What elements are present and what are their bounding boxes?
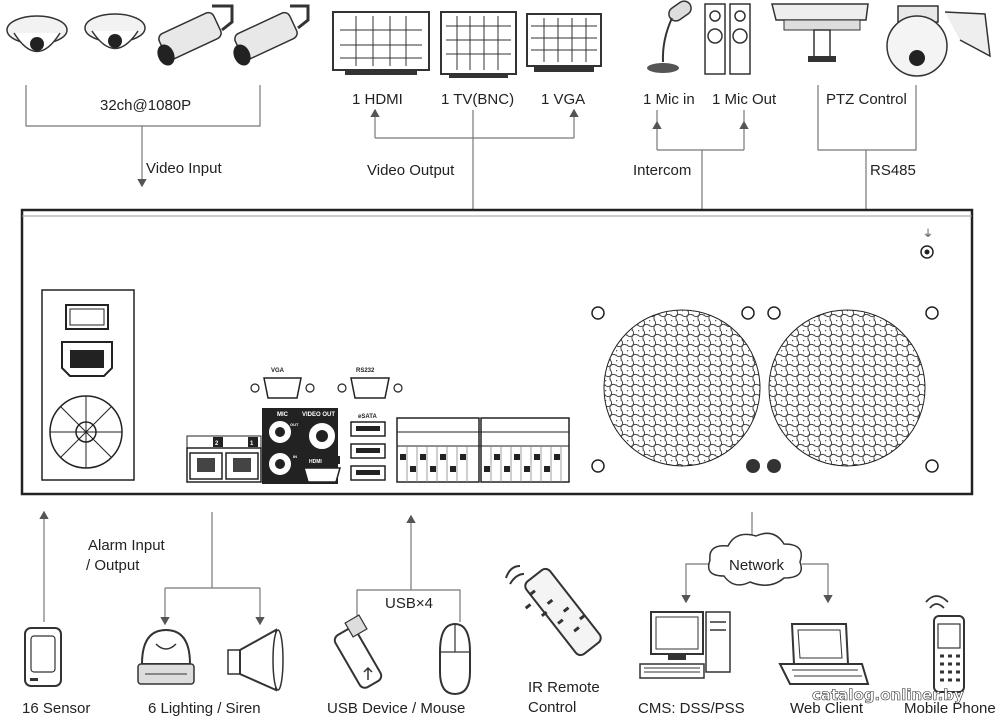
mobile-phone-icon (925, 595, 965, 693)
microphone-icon (647, 0, 692, 73)
siren-icon (227, 628, 284, 692)
sensor-icon (24, 627, 62, 687)
svg-text:⏚: ⏚ (923, 228, 933, 240)
lan2-label: 2 (215, 441, 219, 447)
ptz-control-label: PTZ Control (826, 91, 907, 108)
ptz-dome-camera-icon (886, 5, 991, 77)
dome-camera-icon (6, 15, 68, 53)
speaker-icon (704, 3, 751, 75)
bullet-camera-icon (157, 4, 234, 66)
network-connector (681, 512, 833, 604)
tv-monitor-icon (440, 11, 517, 78)
web-client-label: Web Client (790, 700, 864, 717)
alarm-light-icon (137, 628, 195, 685)
ground-terminal-icon: ⏚ (920, 228, 934, 259)
alarm-io-label-2: / Output (86, 557, 140, 574)
esata-port-label: eSATA (358, 414, 377, 420)
usb-device-label: USB Device / Mouse (327, 700, 465, 717)
mic-out-label: 1 Mic Out (712, 91, 777, 108)
ptz-keyboard-icon (771, 3, 869, 62)
bullet-camera-icon (233, 4, 310, 66)
network-cloud-icon (707, 532, 802, 586)
lan1-label: 1 (250, 441, 254, 447)
vga-port-label: VGA (271, 368, 285, 374)
vga-monitor-icon (526, 13, 602, 72)
intercom-connector (652, 110, 749, 210)
laptop-icon (778, 623, 870, 685)
rs232-port (337, 377, 403, 399)
video-output-label: Video Output (367, 162, 455, 179)
sensor-label: 16 Sensor (22, 700, 90, 717)
dome-camera-icon (84, 13, 146, 50)
hdmi-port (303, 456, 341, 483)
remote-control-icon (505, 565, 602, 657)
camera-channels-label: 32ch@1080P (100, 97, 191, 114)
watermark: catalog.onliner.by (812, 686, 964, 704)
power-socket-icon (61, 341, 113, 377)
hdmi-monitor-icon (332, 11, 430, 75)
cooling-fan-right (768, 309, 926, 467)
rs485-label: RS485 (870, 162, 916, 179)
video-out-port-label: VIDEO OUT (302, 412, 335, 418)
lighting-siren-label: 6 Lighting / Siren (148, 700, 261, 717)
output-vga-label: 1 VGA (541, 91, 585, 108)
mouse-icon (439, 622, 471, 696)
rs232-port-label: RS232 (356, 368, 375, 374)
panel-screws (591, 306, 939, 473)
rs485-connector (817, 85, 917, 210)
video-output-connector (370, 108, 579, 210)
alarm-io-label-1: Alarm Input (88, 537, 166, 554)
vga-port (250, 377, 315, 399)
mic-out-port-label: OUT (290, 422, 299, 427)
usb-stick-icon (333, 614, 383, 689)
mic-port-label: MIC (277, 412, 289, 418)
usb-count-label: USB×4 (385, 595, 433, 612)
video-input-label: Video Input (146, 160, 222, 177)
alarm-connector (160, 512, 265, 626)
intercom-label: Intercom (633, 162, 691, 179)
alarm-terminal-block (396, 417, 570, 483)
usb-ports (350, 421, 386, 481)
video-input-connector (25, 85, 261, 188)
hdmi-port-label: HDMI (309, 459, 322, 465)
cms-label: CMS: DSS/PSS (638, 700, 745, 717)
cooling-fan-left (603, 309, 761, 467)
network-label: Network (729, 557, 785, 574)
ir-remote-label-2: Control (528, 699, 576, 716)
desktop-computer-icon (639, 611, 731, 679)
mic-in-port-label: IN (293, 454, 297, 459)
psu-fan-icon (49, 395, 123, 469)
ir-remote-label-1: IR Remote (528, 679, 600, 696)
output-hdmi-label: 1 HDMI (352, 91, 403, 108)
mobile-phone-label: Mobile Phone (904, 700, 996, 717)
usb-connector (356, 514, 461, 622)
lan-ports (186, 435, 262, 483)
output-tv-label: 1 TV(BNC) (441, 91, 514, 108)
mic-in-label: 1 Mic in (643, 91, 695, 108)
